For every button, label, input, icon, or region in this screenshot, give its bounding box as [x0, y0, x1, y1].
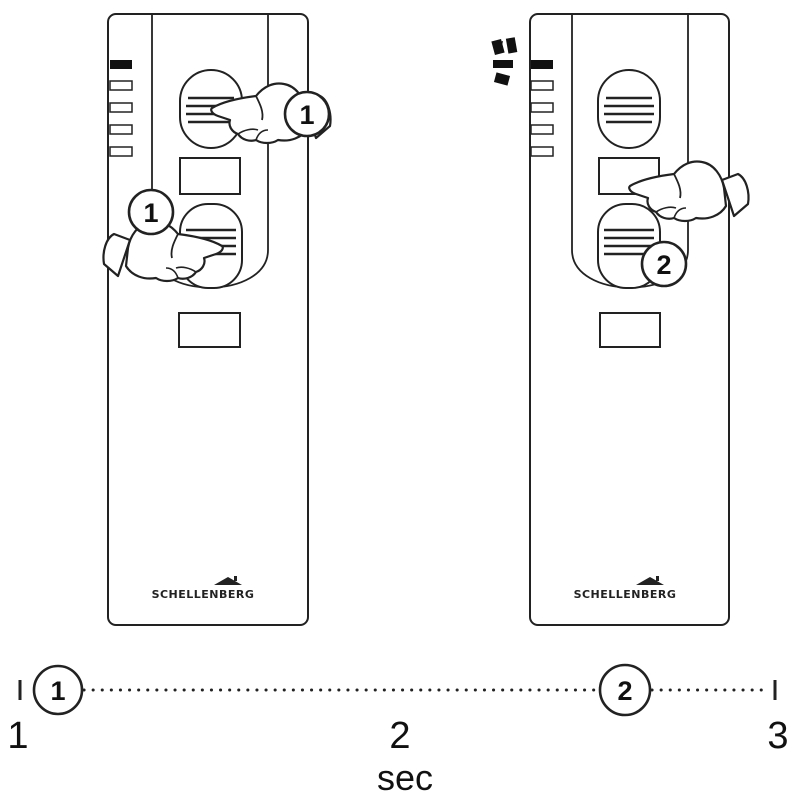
- timeline-unit: sec: [377, 757, 433, 798]
- lower-button-right[interactable]: [599, 312, 661, 348]
- svg-text:1: 1: [143, 198, 158, 228]
- remote-right: SCHELLENBERG 2: [491, 13, 750, 626]
- step-marker-left-lower: 1: [127, 188, 175, 236]
- step-marker-right: 2: [640, 240, 688, 288]
- svg-text:1: 1: [299, 100, 314, 130]
- tick-label-1: 1: [7, 715, 28, 757]
- led-flash-icon: [491, 37, 518, 86]
- tick-label-2: 2: [389, 715, 410, 757]
- remote-left: SCHELLENBERG 1 1: [102, 13, 332, 626]
- brand-label-right: SCHELLENBERG: [574, 588, 677, 601]
- timeline-marker-1: 1: [32, 664, 84, 716]
- channel-leds-right: [530, 60, 554, 157]
- channel-leds-left: [109, 60, 133, 157]
- svg-text:2: 2: [617, 676, 632, 706]
- timeline: 1 2 1 2 3 sec: [7, 663, 789, 798]
- up-button-right[interactable]: [597, 69, 661, 149]
- step-marker-left-upper: 1: [283, 90, 331, 138]
- lower-button-left[interactable]: [178, 312, 241, 348]
- svg-text:2: 2: [656, 250, 671, 280]
- timeline-marker-2: 2: [598, 663, 652, 717]
- svg-text:1: 1: [50, 676, 65, 706]
- stop-button-left[interactable]: [179, 157, 241, 195]
- brand-label-left: SCHELLENBERG: [152, 588, 255, 601]
- tick-label-3: 3: [767, 715, 788, 757]
